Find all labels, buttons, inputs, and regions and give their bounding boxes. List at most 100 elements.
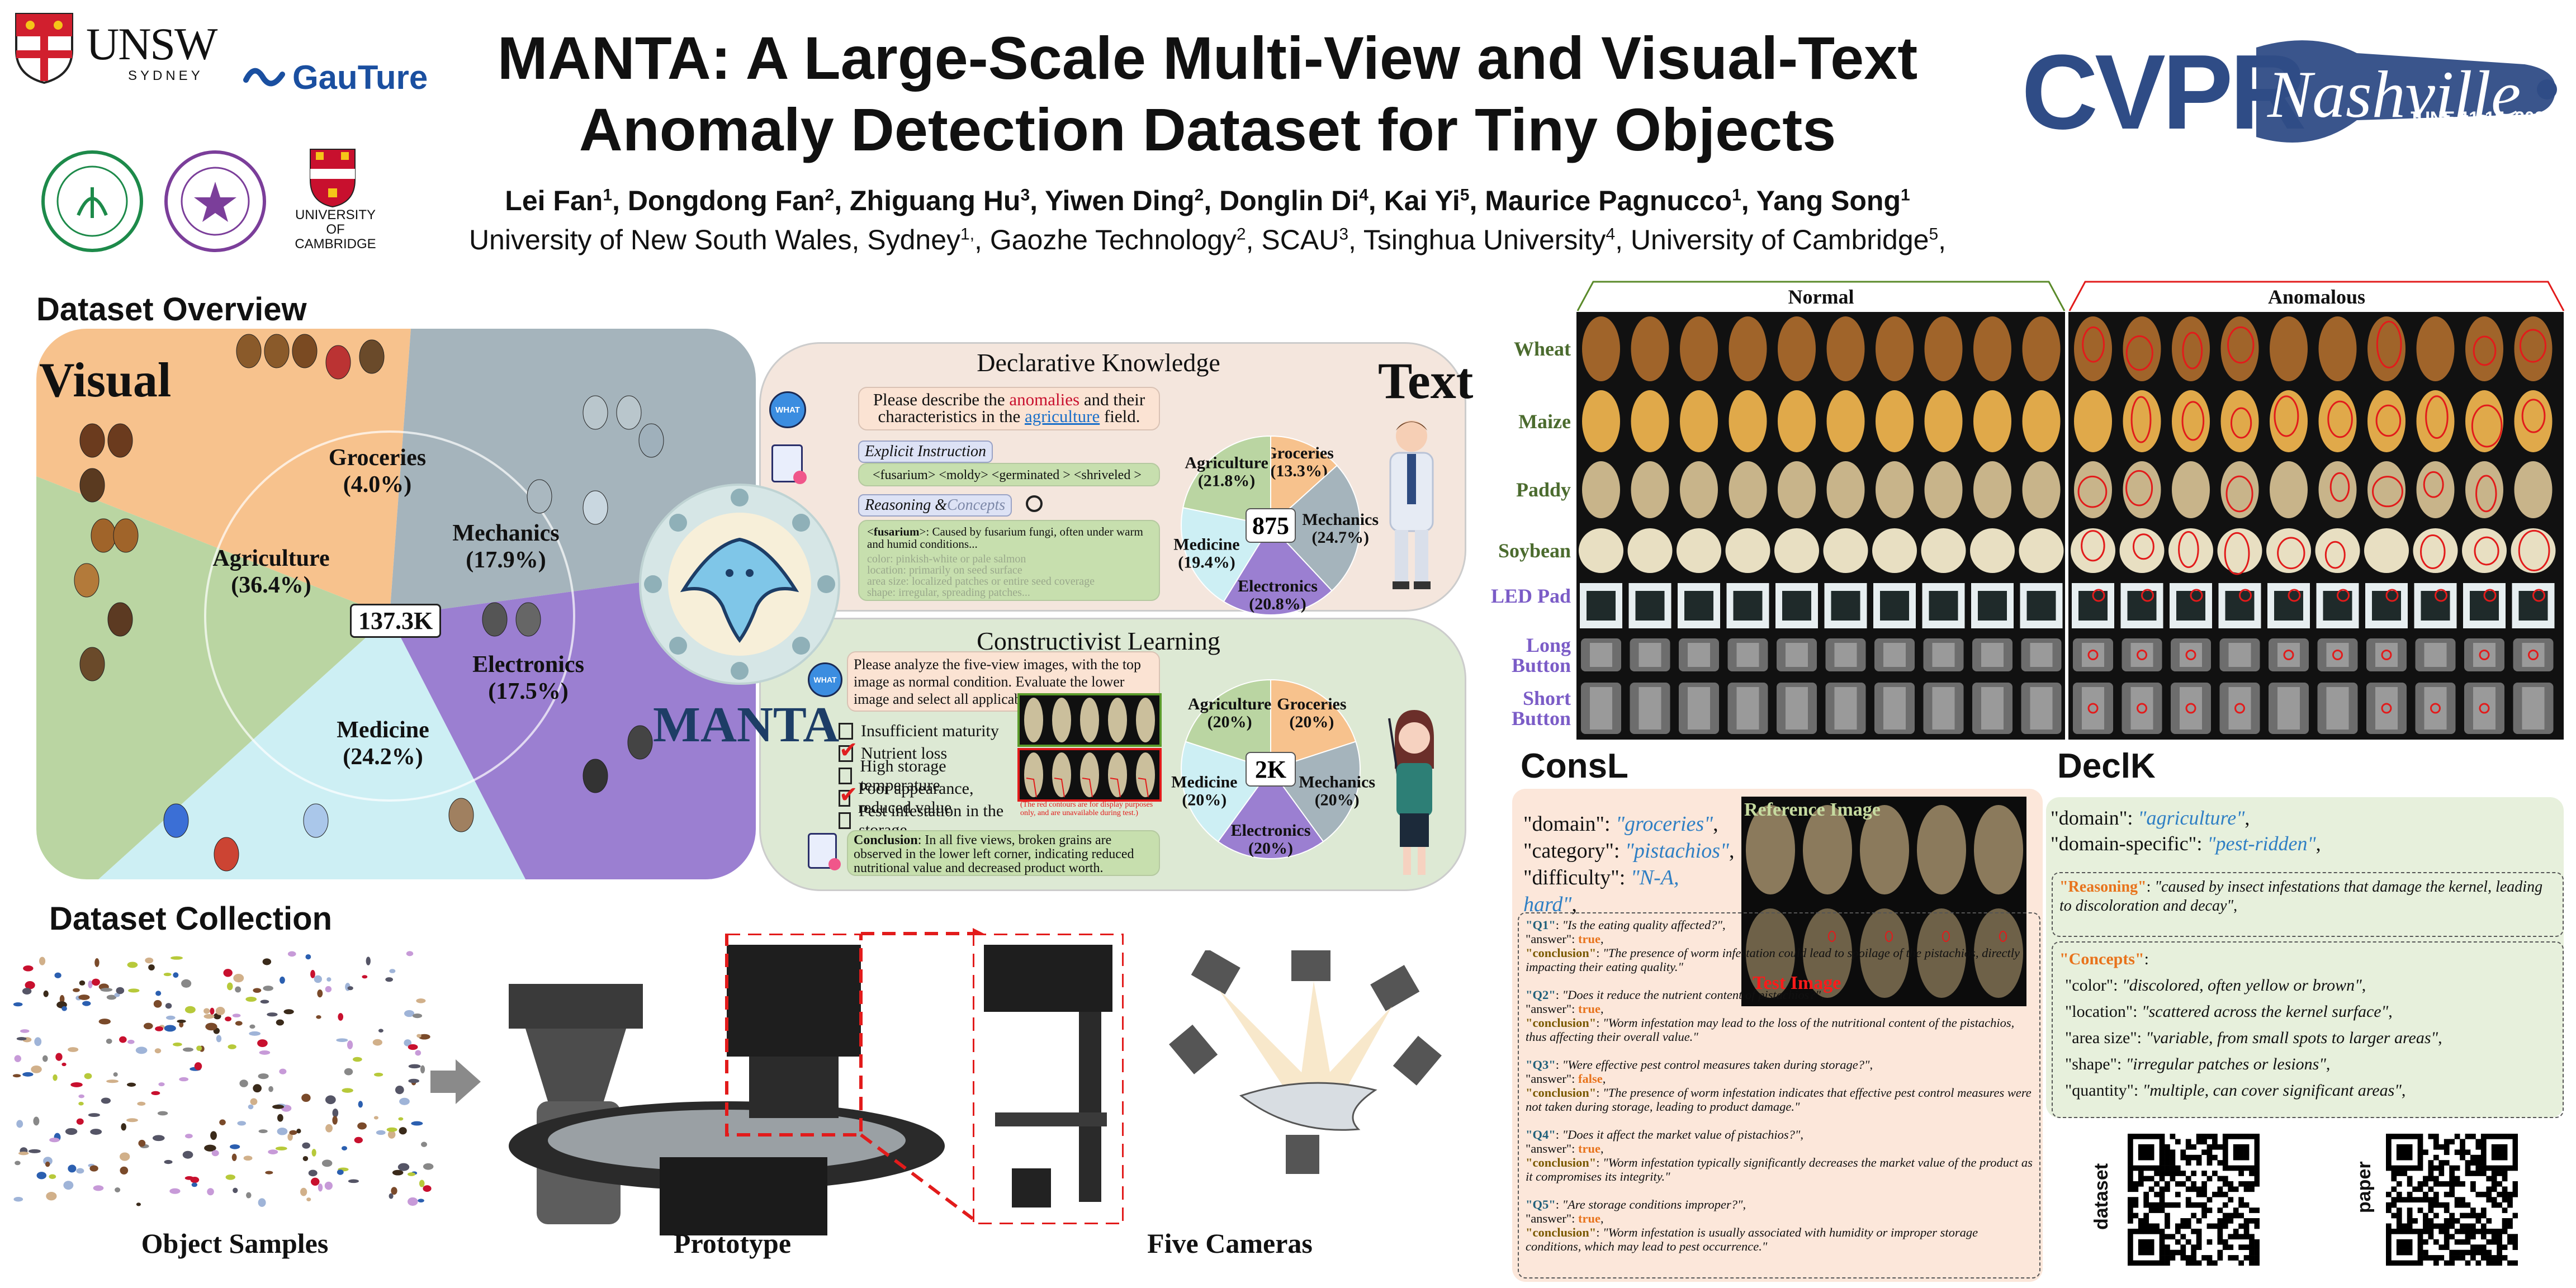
qr-module (2228, 1181, 2234, 1187)
sample-thumbnail (107, 602, 133, 637)
qr-module (2480, 1234, 2487, 1240)
object-sample-dot (423, 1163, 434, 1170)
qr-module (2159, 1191, 2165, 1197)
qr-module (2428, 1176, 2434, 1182)
object-sample-dot (378, 1029, 383, 1033)
qr-module (2243, 1244, 2250, 1250)
qr-module (2148, 1144, 2154, 1150)
checkbox-empty-icon[interactable] (839, 812, 851, 829)
qr-module (2454, 1134, 2460, 1139)
option-checkbox-row[interactable]: Pest infestation in the storage (839, 802, 1017, 839)
qr-module (2417, 1154, 2423, 1161)
reasoning-key: Reasoning (2059, 878, 2147, 896)
qr-module (2423, 1181, 2428, 1187)
qr-module (2428, 1255, 2434, 1261)
question-field-link[interactable]: agriculture (1024, 406, 1100, 426)
image-row (1576, 523, 2564, 579)
row-label-paddy: Paddy (1516, 479, 1571, 501)
option-checkbox-row[interactable]: Insufficient maturity (839, 720, 1017, 742)
paper-qr-code[interactable] (2386, 1134, 2518, 1266)
qr-module (2449, 1191, 2455, 1197)
qr-module (2454, 1239, 2460, 1245)
sample-thumbnail (448, 798, 474, 832)
option-checkbox-row[interactable]: Poor appearance, reduced value (839, 779, 1017, 817)
object-sample-dot (300, 1187, 307, 1196)
qr-module (2507, 1239, 2513, 1245)
qr-module (2154, 1202, 2160, 1208)
dataset-qr-code[interactable] (2128, 1134, 2260, 1266)
cons-pie-label-electronics: Electronics(20%) (1231, 821, 1311, 858)
object-sample-dot (272, 1105, 284, 1109)
anomalous-sample (2416, 390, 2455, 452)
qr-module (2128, 1181, 2133, 1187)
qr-module (2491, 1144, 2497, 1150)
decl-pie-slice-electronics (1223, 524, 1333, 615)
object-sample-dot (408, 1044, 418, 1050)
qr-module (2228, 1244, 2234, 1250)
qr-module (2228, 1186, 2234, 1192)
qr-module (2128, 1139, 2133, 1145)
qr-module (2206, 1154, 2213, 1161)
checkbox-checked-icon[interactable] (839, 782, 858, 808)
qr-module (2201, 1139, 2207, 1145)
qa-item: Q1: Is the eating quality affected?,answ… (1526, 918, 2033, 974)
anomaly-contour (2471, 404, 2503, 448)
object-sample-dot (94, 958, 100, 967)
qr-module (2396, 1191, 2402, 1197)
qr-module (2428, 1218, 2434, 1224)
qr-module (2212, 1139, 2218, 1145)
consl-fields: domain: groceries, category: pistachios,… (1523, 811, 1736, 918)
object-sample-dot (219, 1119, 226, 1125)
qr-module (2491, 1228, 2497, 1234)
qr-module (2222, 1181, 2228, 1187)
qr-module (2444, 1234, 2450, 1240)
answer-key: answer (1526, 932, 1571, 946)
qr-module (2433, 1213, 2439, 1219)
qr-module (2143, 1239, 2149, 1245)
qr-module (2486, 1255, 2492, 1261)
qr-module (2143, 1202, 2149, 1208)
slice-category: Groceries (1277, 695, 1346, 713)
option-checkbox-row[interactable]: Nutrient loss (839, 737, 1017, 765)
qr-module (2449, 1260, 2455, 1266)
option-label: Pest infestation in the storage (859, 802, 1004, 839)
object-sample-dot (342, 1088, 353, 1093)
qr-module (2128, 1165, 2133, 1171)
qr-module (2502, 1197, 2508, 1203)
normal-sample (1582, 461, 1620, 518)
qr-module (2423, 1239, 2428, 1245)
qr-module (2154, 1191, 2160, 1197)
qr-module (2159, 1197, 2165, 1203)
object-sample-dot (61, 1006, 67, 1011)
sample-thumbnail (303, 803, 329, 838)
decl-pie-slice-groceries (1270, 435, 1338, 527)
object-sample-dot (204, 1144, 216, 1152)
reason-desc: : Caused by fusarium fungi, often under … (867, 525, 1143, 551)
cvpr-logo: CVPR Nashville JUNE 11-15, 2025 (2021, 31, 2564, 159)
qr-module (2417, 1181, 2423, 1187)
conclusion-key: conclusion (1526, 946, 1596, 960)
qr-module (2497, 1228, 2502, 1234)
reasoning-concepts-label: Reasoning &Concepts (858, 494, 1012, 517)
object-sample-dot (310, 970, 315, 978)
object-sample-dot (53, 1074, 58, 1081)
anomaly-contour (1054, 778, 1065, 798)
object-sample-dot (235, 1021, 243, 1026)
author-affiliation-index: 2 (825, 186, 835, 205)
qr-module (2402, 1165, 2408, 1171)
normal-sample (1631, 390, 1669, 452)
object-sample-dot (347, 1040, 353, 1050)
qr-module (2444, 1244, 2450, 1250)
qr-module (2222, 1244, 2228, 1250)
qr-module (2217, 1186, 2223, 1192)
object-sample-dot (182, 1150, 193, 1159)
object-sample-dot (42, 1055, 48, 1062)
qr-module (2480, 1149, 2487, 1156)
qr-module (2386, 1223, 2392, 1229)
object-sample-dot (165, 1015, 176, 1020)
normal-sample (1725, 528, 1770, 573)
qr-module (2417, 1239, 2423, 1245)
checkbox-checked-icon[interactable] (839, 737, 858, 763)
anomaly-contour (2137, 650, 2147, 660)
normal-sample (1826, 390, 1865, 452)
